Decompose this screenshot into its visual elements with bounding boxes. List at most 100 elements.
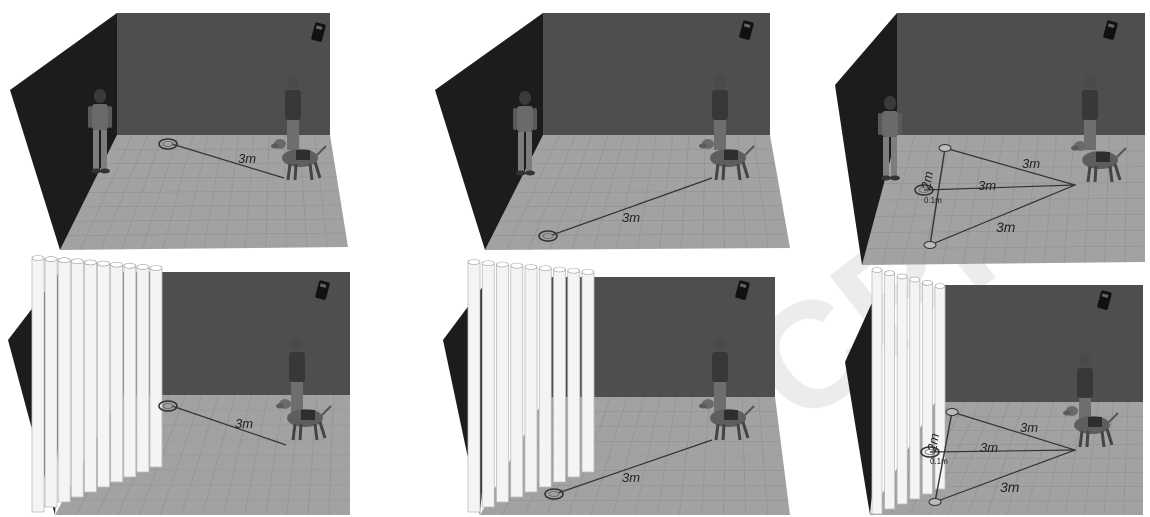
label-distance: 3m bbox=[622, 210, 640, 225]
curtain-column bbox=[511, 266, 523, 497]
label-side-top: 3m bbox=[1022, 156, 1040, 171]
curtain-column bbox=[58, 260, 70, 502]
front-leg bbox=[300, 424, 301, 440]
front-leg bbox=[295, 164, 296, 180]
curtain-column bbox=[482, 263, 494, 507]
curtain-column-top bbox=[872, 268, 882, 273]
curtain-column-top bbox=[32, 256, 44, 261]
panel-top-2: 3m bbox=[435, 13, 790, 250]
front-leg bbox=[293, 424, 295, 440]
front-leg bbox=[1088, 166, 1090, 182]
hind-leg bbox=[1110, 166, 1112, 182]
label-distance: 3m bbox=[238, 151, 256, 166]
label-spacing: 0.1m bbox=[930, 457, 948, 466]
curtain-column bbox=[32, 258, 44, 512]
front-leg bbox=[723, 164, 724, 180]
curtain-column bbox=[137, 267, 149, 472]
curtain-column-top bbox=[124, 263, 136, 268]
vest bbox=[1088, 417, 1102, 427]
panel-bottom-1: 3m bbox=[8, 256, 350, 516]
curtain-column bbox=[98, 264, 110, 487]
curtain-column bbox=[71, 261, 83, 497]
right-leg bbox=[526, 132, 532, 172]
head bbox=[94, 89, 106, 103]
curtain-column-top bbox=[111, 262, 123, 267]
left-shoe bbox=[516, 171, 526, 176]
right-arm bbox=[898, 113, 902, 135]
front-leg bbox=[716, 164, 718, 180]
torso bbox=[517, 106, 533, 132]
front-leg bbox=[1087, 431, 1088, 447]
left-shoe bbox=[881, 176, 891, 181]
curtain-column bbox=[45, 259, 57, 507]
curtain-column-top bbox=[922, 280, 932, 285]
left-arm bbox=[513, 108, 517, 130]
panel-bottom-3: 3m3m3m2m0.1m bbox=[845, 268, 1143, 516]
curtain-column-top bbox=[910, 277, 920, 282]
curtain-column bbox=[111, 265, 123, 482]
curtain-column-top bbox=[45, 257, 57, 262]
head bbox=[714, 337, 726, 351]
left-arm bbox=[88, 106, 92, 128]
curtain-column bbox=[872, 270, 882, 514]
snout bbox=[1063, 411, 1071, 416]
label-side-mid: 3m bbox=[980, 440, 998, 455]
left-leg bbox=[883, 137, 889, 177]
curtain-column-top bbox=[150, 266, 162, 271]
marker-bottom bbox=[924, 242, 936, 249]
curtain-column bbox=[497, 265, 509, 503]
curtain-column-top bbox=[554, 267, 566, 272]
label-side-bottom: 3m bbox=[1000, 479, 1020, 495]
head bbox=[287, 75, 299, 89]
curtain-column bbox=[124, 266, 136, 477]
right-arm bbox=[108, 106, 112, 128]
right-arm bbox=[533, 108, 537, 130]
curtain-column bbox=[568, 271, 580, 477]
panel-bottom-2: 3m bbox=[443, 260, 790, 516]
head bbox=[291, 337, 303, 351]
torso bbox=[285, 90, 301, 120]
snout bbox=[271, 144, 279, 149]
curtain-column-top bbox=[98, 261, 110, 266]
curtain-column-top bbox=[71, 259, 83, 264]
head bbox=[1084, 75, 1096, 89]
hind-leg bbox=[738, 424, 740, 440]
front-leg bbox=[716, 424, 718, 440]
hind-leg bbox=[1102, 431, 1104, 447]
curtain-column-top bbox=[511, 263, 523, 268]
vest bbox=[1096, 152, 1110, 162]
torso bbox=[1077, 368, 1093, 398]
torso bbox=[882, 111, 898, 137]
panel-top-1: 3m bbox=[10, 13, 348, 250]
curtain-column-top bbox=[525, 265, 537, 270]
torso bbox=[712, 90, 728, 120]
torso bbox=[92, 104, 108, 130]
right-shoe bbox=[100, 169, 110, 174]
vest bbox=[724, 410, 738, 420]
snout bbox=[276, 404, 284, 409]
head bbox=[519, 91, 531, 105]
curtain-column bbox=[885, 273, 895, 509]
label-side-top: 3m bbox=[1020, 420, 1038, 435]
label-side-bottom: 3m bbox=[996, 219, 1016, 235]
front-leg bbox=[1095, 166, 1096, 182]
hind-leg bbox=[310, 164, 312, 180]
curtain-column-top bbox=[582, 270, 594, 275]
curtain-column bbox=[910, 280, 920, 499]
curtain-column-top bbox=[468, 260, 480, 265]
legs bbox=[287, 120, 299, 150]
hind-leg bbox=[315, 424, 317, 440]
curtain-column-top bbox=[137, 264, 149, 269]
curtain-column-top bbox=[58, 258, 70, 263]
curtain-column-top bbox=[935, 284, 945, 289]
marker-top bbox=[946, 409, 958, 416]
curtain-column bbox=[150, 268, 162, 467]
torso bbox=[289, 352, 305, 382]
legs bbox=[291, 382, 303, 412]
front-leg bbox=[288, 164, 290, 180]
curtain-column bbox=[539, 268, 551, 487]
legs bbox=[714, 382, 726, 412]
snout bbox=[699, 144, 707, 149]
curtain-column-top bbox=[897, 274, 907, 279]
